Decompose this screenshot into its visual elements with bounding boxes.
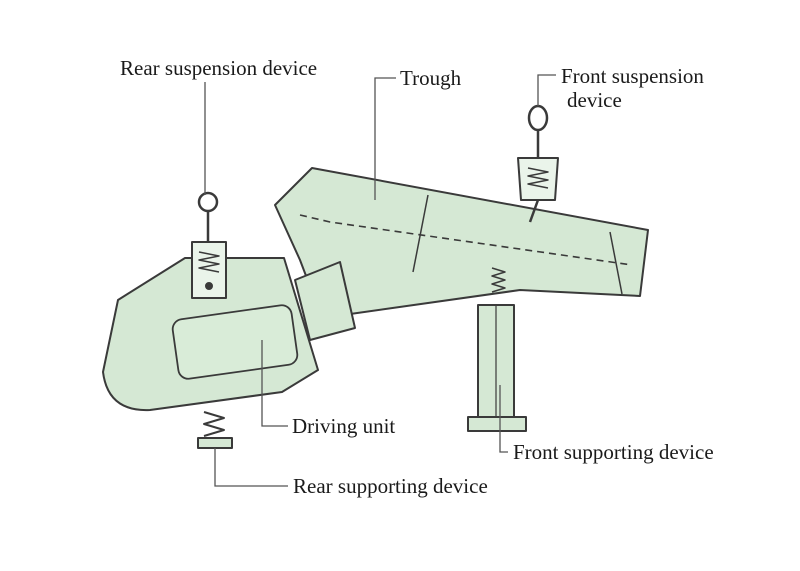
label-front-suspension-line1: Front suspension: [561, 64, 704, 88]
trough-liner: [299, 214, 633, 266]
driving-unit-panel: [171, 304, 299, 380]
front-suspension-spring-cage: [517, 157, 559, 201]
label-rear-supporting-device: Rear supporting device: [293, 474, 488, 498]
leader-front-supporting: [499, 385, 508, 453]
leader-front-suspension: [537, 74, 556, 106]
rear-support-base: [197, 437, 233, 449]
label-front-supporting-device: Front supporting device: [513, 440, 714, 464]
label-front-suspension-device: Front suspension device: [561, 64, 704, 112]
trough: [274, 167, 649, 319]
label-driving-unit: Driving unit: [292, 414, 396, 438]
label-trough: Trough: [400, 66, 462, 90]
label-rear-suspension-device: Rear suspension device: [120, 56, 318, 80]
front-support-spring: [491, 267, 506, 293]
leader-trough: [374, 77, 396, 200]
label-front-suspension-line2: device: [567, 88, 622, 113]
front-support-base: [467, 416, 527, 432]
leader-rear-supporting: [214, 448, 288, 487]
leader-driving-unit: [261, 340, 288, 427]
rear-support-spring: [203, 411, 225, 437]
front-suspension-eye: [527, 104, 549, 132]
rear-suspension-eye: [197, 191, 219, 213]
connector-neck: [294, 261, 356, 341]
